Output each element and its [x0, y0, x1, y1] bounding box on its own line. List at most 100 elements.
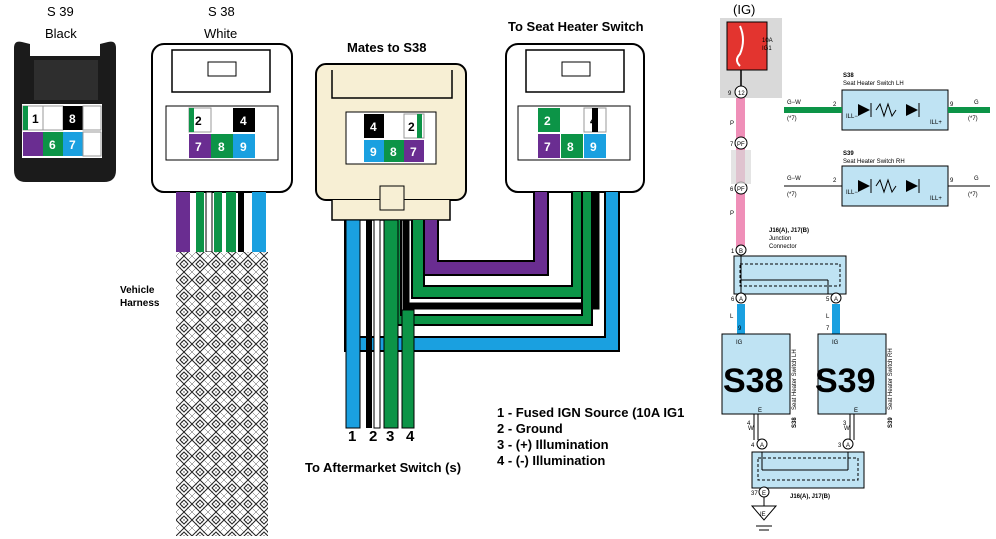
legend-item-2: 2 - Ground [497, 421, 563, 436]
s39-pin-8: 8 [69, 112, 76, 126]
s38-wires [176, 191, 266, 253]
pin-a-bl-side: 4 [751, 443, 755, 449]
heater-pin-2: 2 [544, 114, 551, 128]
sw1-pin-left: 2 [833, 102, 837, 108]
heater-switch-connector [505, 43, 645, 193]
s38-pin-2: 2 [195, 114, 202, 128]
s39-pin-7: 7 [69, 138, 76, 152]
wire-l1: L [730, 314, 734, 320]
routing-wires [344, 192, 620, 429]
s39-switch-name: Seat Heater Switch RH [843, 159, 905, 165]
box38-e: E [758, 408, 762, 414]
sw1-sub-right: (*7) [968, 116, 978, 122]
sw2-pin-left: 2 [833, 178, 837, 184]
s38-title: S 38 [208, 4, 235, 19]
box38-side-name: Seat Heater Switch LH [792, 349, 798, 410]
pin-top-side: 9 [728, 91, 732, 97]
mates-pin-2: 2 [408, 120, 415, 134]
pin-e-bot: E [762, 491, 766, 497]
pin-top: 12 [738, 91, 745, 97]
box39-pin-bot: 3 [843, 421, 847, 427]
s39-pin-6: 6 [49, 138, 56, 152]
s38-connector [151, 43, 293, 193]
pin-a-bl: A [760, 443, 764, 449]
pin-b-side: 1 [731, 249, 735, 255]
wire-number-2: 2 [369, 428, 378, 445]
pf2: PF [737, 187, 745, 193]
legend-item-4: 4 - (-) Illumination [497, 453, 606, 468]
box39-side-name: Seat Heater Switch RH [888, 348, 894, 410]
pin-a-left: A [739, 297, 743, 303]
pin-a-right: A [834, 297, 838, 303]
pin-e-bot-side: 37 [751, 491, 758, 497]
sw2-wire-left: G−W [787, 176, 801, 182]
heater-pin-4: 4 [590, 114, 597, 128]
s38-switch-name: Seat Heater Switch LH [843, 81, 904, 87]
vehicle-harness [176, 252, 268, 536]
box38-big: S38 [723, 362, 784, 400]
sw2-term-left: ILL− [846, 190, 858, 196]
junction-top-conn: Connector [769, 244, 797, 250]
pin-a-br: A [846, 443, 850, 449]
legend-item-1: 1 - Fused IGN Source (10A IG1 [497, 405, 685, 420]
s38-switch-id: S38 [843, 73, 854, 79]
pin-a-left-side: 6 [731, 297, 735, 303]
heater-pin-8: 8 [567, 140, 574, 154]
mates-pin-8: 8 [390, 145, 397, 159]
fuse-name: IG1 [762, 46, 772, 52]
pf1: PF [737, 142, 745, 148]
s39-color: Black [45, 26, 77, 41]
schematic [720, 18, 990, 531]
mates-pin-7: 7 [410, 145, 417, 159]
sw1-wire-left: G−W [787, 100, 801, 106]
junction-top-word: Junction [769, 236, 791, 242]
pf2-side: 6 [730, 187, 734, 193]
wire-number-3: 3 [386, 428, 395, 445]
pin-b: B [739, 249, 743, 255]
s39-pin-1: 1 [32, 112, 39, 126]
junction-bottom: J16(A), J17(B) [790, 494, 830, 500]
wire-p2: P [730, 211, 734, 217]
pin-a-right-side: 5 [826, 297, 830, 303]
s38-pin-8: 8 [218, 140, 225, 154]
heater-pin-7: 7 [544, 140, 551, 154]
harness-label: Vehicle Harness [120, 285, 160, 309]
sw1-term-right: ILL+ [930, 120, 942, 126]
sw1-pin-right: 9 [950, 102, 954, 108]
box39-e: E [854, 408, 858, 414]
box39-side-id: S39 [888, 417, 894, 428]
heater-switch-label: To Seat Heater Switch [508, 19, 644, 34]
mates-pin-4: 4 [370, 120, 377, 134]
sw2-term-right: ILL+ [930, 196, 942, 202]
wire-w2: W [844, 426, 850, 432]
mates-label: Mates to S38 [347, 40, 427, 55]
box38-pin-bot: 4 [747, 421, 751, 427]
box38-ig: IG [736, 340, 743, 346]
mates-pin-9: 9 [370, 145, 377, 159]
wire-l2: L [826, 314, 830, 320]
heater-pin-9: 9 [590, 140, 597, 154]
sw1-wire-right: G [974, 100, 979, 106]
ground-label: IE [760, 512, 766, 518]
s38-pin-4: 4 [240, 114, 247, 128]
aftermarket-label: To Aftermarket Switch (s) [305, 460, 462, 475]
s38-pin-9: 9 [240, 140, 247, 154]
s38-pin-7: 7 [195, 140, 202, 154]
sw1-term-left: ILL− [846, 114, 858, 120]
sw1-sub-left: (*7) [787, 116, 797, 122]
wire-w1: W [748, 426, 754, 432]
s39-switch-id: S39 [843, 151, 854, 157]
ig-label: (IG) [733, 2, 755, 17]
sw2-sub-right: (*7) [968, 192, 978, 198]
pin-a-br-side: 3 [838, 443, 842, 449]
box38-side-id: S38 [792, 417, 798, 428]
sw2-sub-left: (*7) [787, 192, 797, 198]
junction-top-id: J16(A), J17(B) [769, 228, 809, 234]
wire-number-1: 1 [348, 428, 357, 445]
mates-connector [315, 63, 467, 221]
box39-big: S39 [815, 362, 876, 400]
fuse-rating: 10A [762, 38, 773, 44]
pf1-side: 7 [730, 142, 734, 148]
legend-item-3: 3 - (+) Illumination [497, 437, 609, 452]
